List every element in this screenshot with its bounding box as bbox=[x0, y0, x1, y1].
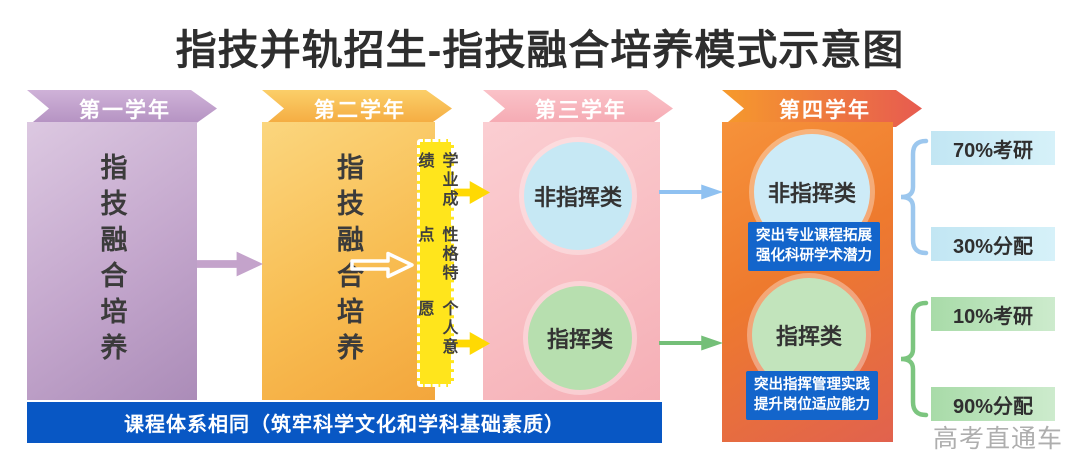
stage-header-year2: 第二学年 bbox=[262, 90, 452, 127]
outcome-noncommand-gradschool: 70%考研 bbox=[931, 131, 1055, 165]
shared-curriculum-bar: 课程体系相同（筑牢科学文化和学科基础素质） bbox=[27, 402, 662, 443]
stage-column-year1: 指技融合培养 bbox=[27, 122, 197, 400]
year3-command-circle: 指挥类 bbox=[528, 286, 632, 390]
page-title: 指技并轨招生-指技融合培养模式示意图 bbox=[175, 27, 905, 73]
stage-header-year3: 第三学年 bbox=[483, 90, 673, 127]
year3-non-command-label: 非指挥类 bbox=[533, 185, 622, 210]
stage-header-year4-label: 第四学年 bbox=[779, 98, 871, 122]
watermark: 高考直通车 bbox=[933, 425, 1064, 453]
shared-curriculum-label: 课程体系相同（筑牢科学文化和学科基础素质） bbox=[124, 414, 565, 436]
criteria-personal-wish: 个人意愿 bbox=[415, 300, 457, 357]
outcome-noncommand-assignment: 30%分配 bbox=[931, 227, 1055, 261]
note-line: 提升岗位适应能力 bbox=[754, 397, 870, 414]
criteria-personality: 性格特点 bbox=[415, 226, 457, 283]
stage1-body-label: 指技融合培养 bbox=[96, 153, 127, 369]
year4-non-command-note: 突出专业课程拓展 强化科研学术潜力 bbox=[748, 222, 880, 271]
year3-command-label: 指挥类 bbox=[546, 327, 613, 352]
note-line: 突出专业课程拓展 bbox=[756, 228, 872, 244]
non-command-outcomes-brace-icon bbox=[900, 138, 929, 256]
selection-criteria-box: 学业成绩 性格特点 个人意愿 bbox=[416, 139, 457, 387]
note-line: 强化科研学术潜力 bbox=[756, 248, 872, 265]
outcome-label: 30%分配 bbox=[952, 235, 1034, 258]
criteria-academic-performance: 学业成绩 bbox=[415, 152, 457, 209]
year4-command-label: 指挥类 bbox=[775, 324, 842, 349]
outcome-label: 70%考研 bbox=[952, 139, 1034, 162]
outcome-label: 10%考研 bbox=[952, 305, 1034, 328]
stage-header-year3-label: 第三学年 bbox=[535, 98, 627, 122]
arrow-year1-to-year2-icon bbox=[197, 251, 263, 277]
stage-header-year2-label: 第二学年 bbox=[314, 98, 406, 122]
year3-non-command-circle: 非指挥类 bbox=[524, 142, 632, 250]
stage-header-year4: 第四学年 bbox=[722, 90, 922, 127]
year4-non-command-label: 非指挥类 bbox=[767, 181, 856, 206]
command-outcomes-brace-icon bbox=[900, 300, 929, 418]
stage-header-year1-label: 第一学年 bbox=[79, 98, 171, 122]
outcome-command-assignment: 90%分配 bbox=[931, 387, 1055, 421]
outcome-label: 90%分配 bbox=[952, 395, 1034, 418]
stage-header-year1: 第一学年 bbox=[27, 90, 217, 127]
arrow-year2-to-criteria-icon bbox=[350, 251, 414, 279]
arrow-year3-to-year4-noncommand-icon bbox=[659, 184, 723, 200]
year4-command-note: 突出指挥管理实践 提升岗位适应能力 bbox=[746, 371, 878, 420]
arrow-year3-to-year4-command-icon bbox=[659, 335, 723, 351]
note-line: 突出指挥管理实践 bbox=[754, 377, 870, 393]
outcome-command-gradschool: 10%考研 bbox=[931, 297, 1055, 331]
